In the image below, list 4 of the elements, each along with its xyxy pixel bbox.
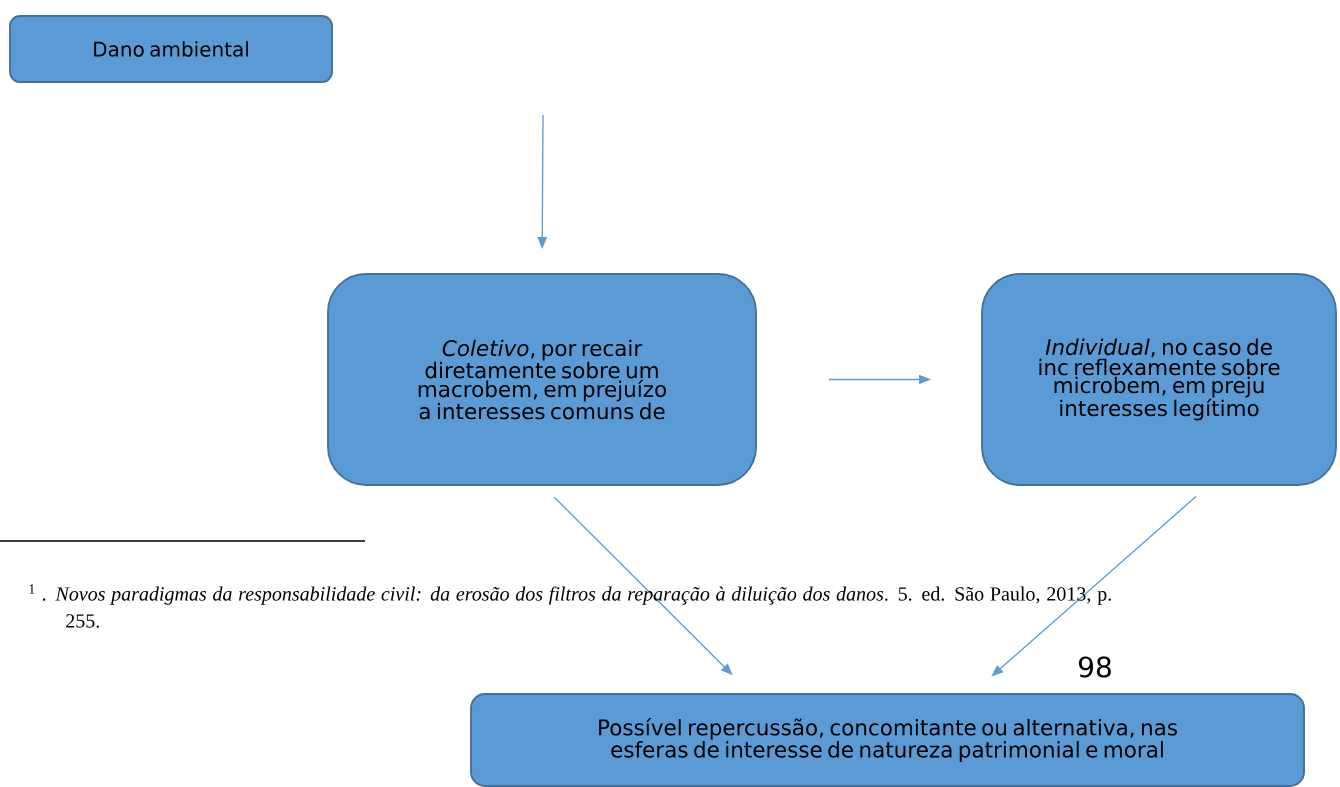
- process-box: Coletivo, por recair diretamente sobre um macrobem, em prejuízo a interesses comuns de: [327, 273, 757, 486]
- process-box: Dano ambiental: [9, 15, 333, 83]
- process-box: Individual, no caso de inc reflexamente sobre microbem, em preju interesses legítimo: [981, 273, 1337, 486]
- result-box: Possível repercussão, concomitante ou alternativa, nas esferas de interesse de natureza patrimonial e moral: [470, 693, 1305, 787]
